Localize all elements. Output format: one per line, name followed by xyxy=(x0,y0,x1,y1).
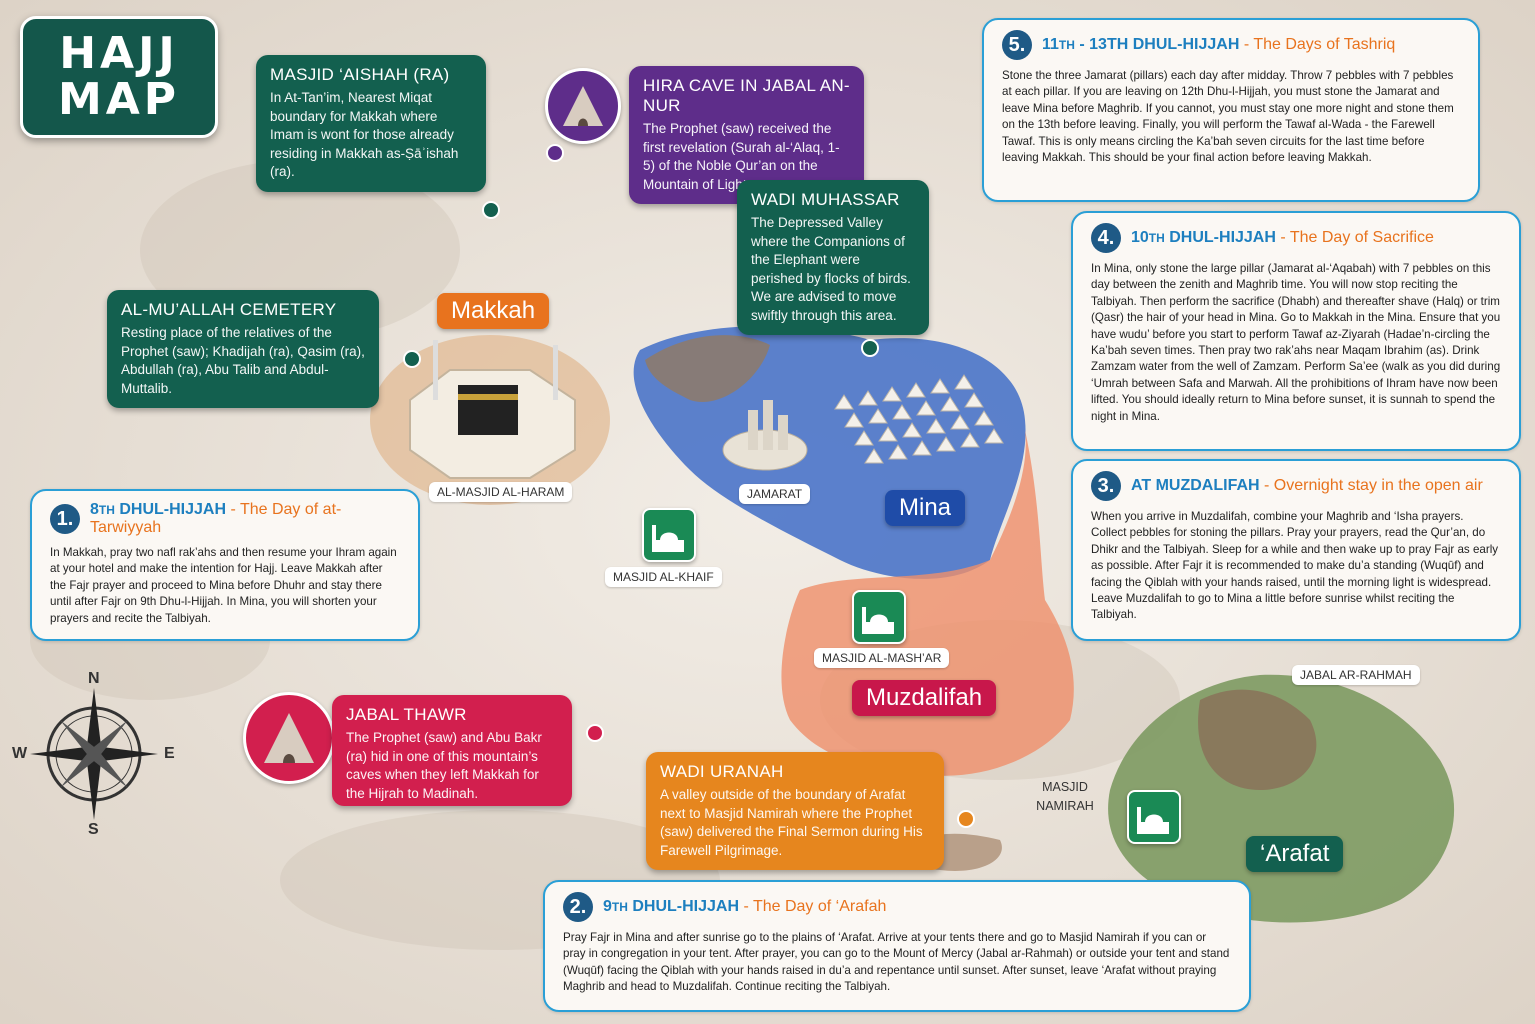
day-theme: - Overnight stay in the open air xyxy=(1259,477,1483,494)
title-line-1: HAJJ xyxy=(59,28,179,79)
tent xyxy=(916,400,936,416)
tent xyxy=(902,422,922,438)
mosque-icon xyxy=(852,590,906,644)
day-instructions: In Mina, only stone the large pillar (Ja… xyxy=(1091,262,1501,423)
uranah-location-pin[interactable] xyxy=(957,810,975,828)
tent xyxy=(868,408,888,424)
callout-text: A valley outside of the boundary of Araf… xyxy=(660,787,923,858)
callout-text: In At-Tan’im, Nearest Miqat boundary for… xyxy=(270,90,459,179)
place-label-arafat: ‘Arafat xyxy=(1246,836,1344,872)
title-line-2: MAP xyxy=(57,74,181,125)
arafat-region xyxy=(1108,674,1455,923)
day-instructions: In Makkah, pray two nafl rak’ahs and the… xyxy=(50,546,397,625)
compass-north: N xyxy=(88,670,100,687)
mosque-icon xyxy=(1127,790,1181,844)
compass-south: S xyxy=(88,821,99,838)
step-number: 4. xyxy=(1091,223,1121,253)
day-4-card: 4. 10TH DHUL-HIJJAH - The Day of Sacrifi… xyxy=(1071,211,1521,451)
tent xyxy=(854,430,874,446)
step-number: 1. xyxy=(50,504,80,534)
cemetery-location-pin[interactable] xyxy=(403,350,421,368)
tent xyxy=(950,414,970,430)
day-instructions: Pray Fajr in Mina and after sunrise go t… xyxy=(563,931,1230,994)
compass-rose: N S W E xyxy=(12,670,175,840)
tent xyxy=(926,418,946,434)
tent xyxy=(954,374,974,390)
step-number: 5. xyxy=(1002,30,1032,60)
tent xyxy=(834,394,854,410)
callout-wadi-uranah[interactable]: WADI URANAH A valley outside of the boun… xyxy=(646,752,944,870)
callout-text: The Prophet (saw) received the first rev… xyxy=(643,121,840,192)
day-date: 10TH DHUL-HIJJAH xyxy=(1131,229,1276,246)
callout-title: WADI MUHASSAR xyxy=(751,190,900,209)
callout-title: WADI URANAH xyxy=(660,762,784,781)
tent xyxy=(940,396,960,412)
tent xyxy=(858,390,878,406)
jabal-thawr-icon xyxy=(243,692,335,784)
day-theme: - The Days of Tashriq xyxy=(1239,36,1396,53)
map-title: HAJJ MAP xyxy=(20,16,218,138)
tent xyxy=(936,436,956,452)
tent xyxy=(878,426,898,442)
tag-masjid-al-khaif: MASJID AL-KHAIF xyxy=(605,567,722,587)
tent xyxy=(964,392,984,408)
callout-al-muallah-cemetery[interactable]: AL-MU’ALLAH CEMETERY Resting place of th… xyxy=(107,290,379,408)
day-5-card: 5. 11TH - 13TH DHUL-HIJJAH - The Days of… xyxy=(982,18,1480,202)
hira-location-pin[interactable] xyxy=(546,144,564,162)
hira-cave-icon xyxy=(545,68,621,144)
day-theme: - The Day of ‘Arafah xyxy=(739,898,887,915)
callout-wadi-muhassar[interactable]: WADI MUHASSAR The Depressed Valley where… xyxy=(737,180,929,335)
compass-west: W xyxy=(12,745,28,762)
day-3-card: 3. AT MUZDALIFAH - Overnight stay in the… xyxy=(1071,459,1521,641)
step-number: 2. xyxy=(563,892,593,922)
tag-masjid-namirah: MASJID NAMIRAH xyxy=(1036,780,1094,813)
day-date: 8TH DHUL-HIJJAH xyxy=(90,501,227,518)
mosque-icon xyxy=(642,508,696,562)
tent xyxy=(844,412,864,428)
callout-text: The Prophet (saw) and Abu Bakr (ra) hid … xyxy=(346,730,542,801)
callout-title: MASJID ‘AISHAH (RA) xyxy=(270,65,450,84)
tent xyxy=(864,448,884,464)
aishah-location-pin[interactable] xyxy=(482,201,500,219)
callout-title: AL-MU’ALLAH CEMETERY xyxy=(121,300,337,319)
callout-text: The Depressed Valley where the Companion… xyxy=(751,215,911,323)
callout-text: Resting place of the relatives of the Pr… xyxy=(121,325,365,396)
thawr-location-pin[interactable] xyxy=(586,724,604,742)
tent xyxy=(930,378,950,394)
tag-jabal-ar-rahmah: JABAL AR-RAHMAH xyxy=(1292,665,1420,685)
tag-al-masjid-al-haram: AL-MASJID AL-HARAM xyxy=(429,482,573,502)
callout-jabal-thawr[interactable]: JABAL THAWR The Prophet (saw) and Abu Ba… xyxy=(332,695,572,806)
day-date: AT MUZDALIFAH xyxy=(1131,477,1260,494)
tent xyxy=(984,428,1004,444)
place-label-makkah: Makkah xyxy=(437,293,550,329)
tent xyxy=(974,410,994,426)
tent xyxy=(892,404,912,420)
tent xyxy=(888,444,908,460)
day-instructions: Stone the three Jamarat (pillars) each d… xyxy=(1002,69,1454,165)
tag-jamarat: JAMARAT xyxy=(739,484,811,504)
tent xyxy=(912,440,932,456)
step-number: 3. xyxy=(1091,471,1121,501)
tent xyxy=(906,382,926,398)
day-1-card: 1. 8TH DHUL-HIJJAH - The Day of at-Tarwi… xyxy=(30,489,420,641)
place-label-muzdalifah: Muzdalifah xyxy=(852,680,997,716)
tag-masjid-al-mashar: MASJID AL-MASH’AR xyxy=(814,648,950,668)
callout-title: JABAL THAWR xyxy=(346,705,467,724)
day-theme: - The Day of Sacrifice xyxy=(1275,229,1434,246)
tent xyxy=(882,386,902,402)
day-instructions: When you arrive in Muzdalifah, combine y… xyxy=(1091,510,1499,622)
compass-east: E xyxy=(164,745,175,762)
tent xyxy=(960,432,980,448)
day-2-card: 2. 9TH DHUL-HIJJAH - The Day of ‘Arafah … xyxy=(543,880,1251,1012)
day-date: 11TH - 13TH DHUL-HIJJAH xyxy=(1042,36,1240,53)
callout-title: HIRA CAVE IN JABAL AN-NUR xyxy=(643,76,850,115)
callout-masjid-aishah[interactable]: MASJID ‘AISHAH (RA) In At-Tan’im, Neares… xyxy=(256,55,486,192)
muhassar-location-pin[interactable] xyxy=(861,339,879,357)
day-date: 9TH DHUL-HIJJAH xyxy=(603,898,740,915)
place-label-mina: Mina xyxy=(885,490,966,526)
day-theme: - The Day of at-Tarwiyyah xyxy=(90,501,342,536)
